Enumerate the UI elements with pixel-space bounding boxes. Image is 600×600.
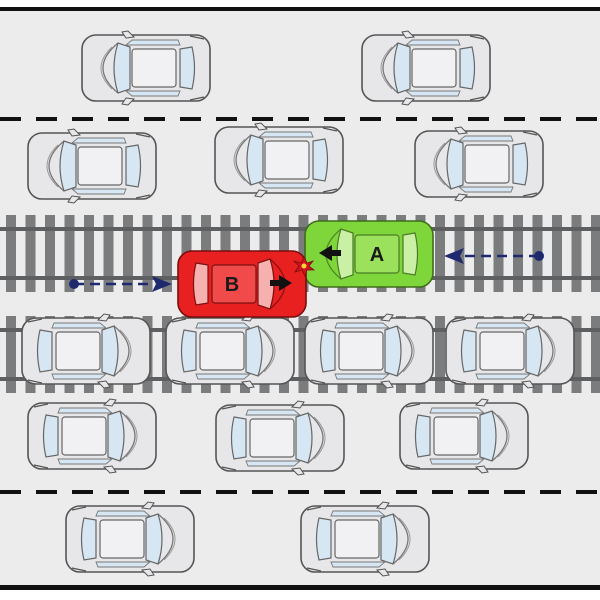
car-b-label: B (225, 274, 239, 296)
parked-car (27, 128, 157, 204)
car-a-motion-arrow (444, 248, 544, 264)
collision-impact-icon (292, 256, 316, 278)
arrow-left-icon (319, 245, 341, 261)
parked-car (399, 398, 529, 474)
parked-car (215, 400, 345, 476)
parked-car (21, 313, 151, 389)
parked-car (165, 313, 295, 389)
car-b-motion-arrow (69, 276, 172, 292)
road-edge-top (0, 7, 600, 11)
parked-car (214, 122, 344, 198)
parked-car (300, 501, 430, 577)
car-b: B (177, 250, 307, 318)
parked-car (65, 501, 195, 577)
parked-car (27, 398, 157, 474)
car-a-label: A (370, 244, 384, 266)
parked-car (81, 30, 211, 106)
parked-car (304, 313, 434, 389)
parked-car (445, 313, 575, 389)
car-a: A (304, 220, 434, 288)
parked-car (361, 30, 491, 106)
arrow-right-icon (270, 275, 292, 291)
parked-car (414, 126, 544, 202)
road-edge-bottom (0, 585, 600, 590)
